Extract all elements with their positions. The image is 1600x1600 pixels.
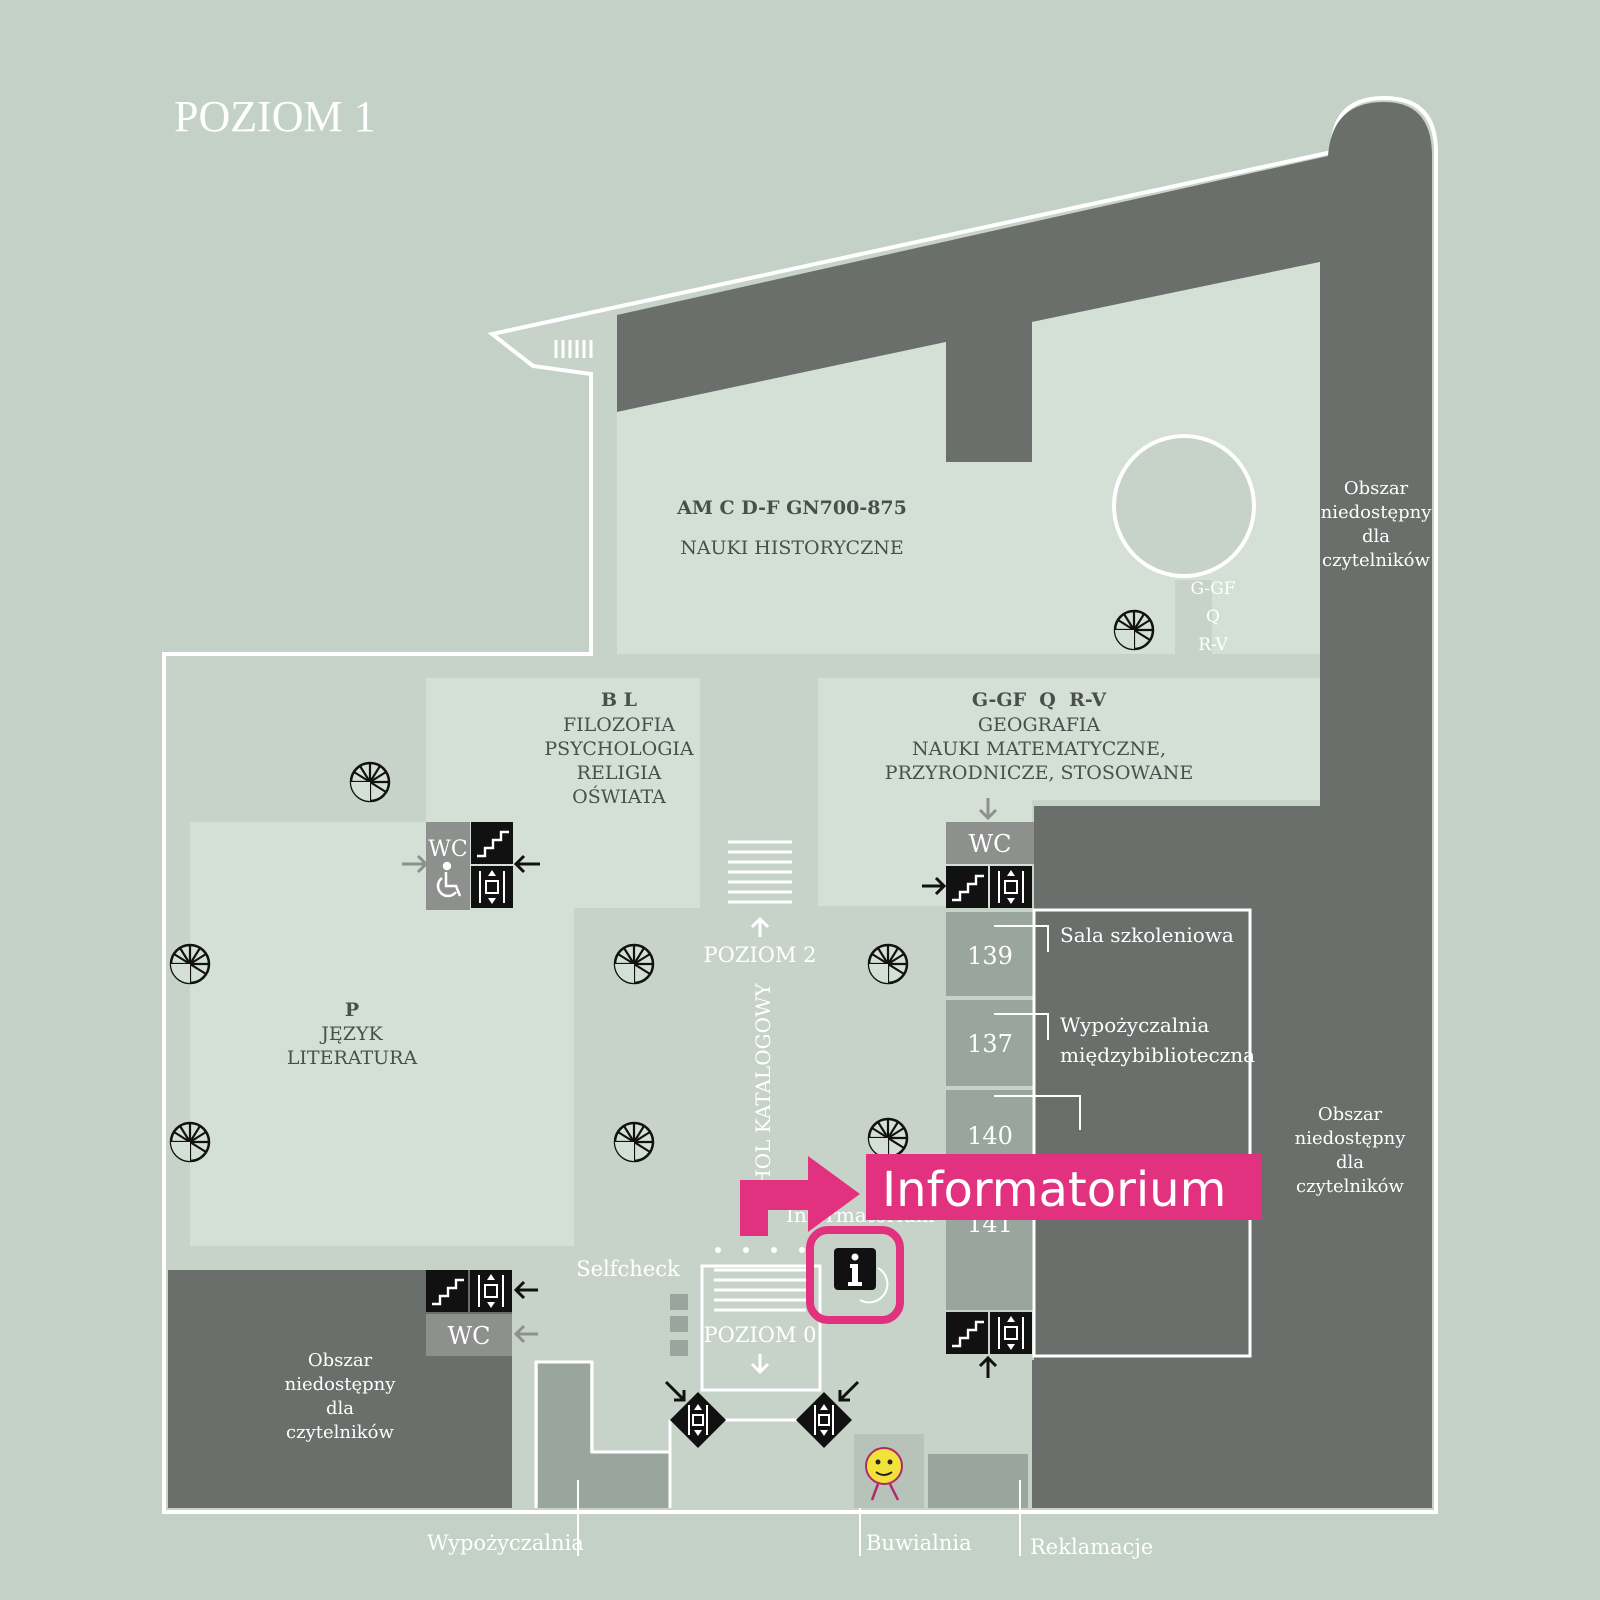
- room-label-137: Wypożyczalnia: [1060, 1013, 1209, 1037]
- room-number-140: 140: [967, 1122, 1013, 1150]
- room-number-139: 139: [967, 942, 1013, 970]
- entrance-right-block: [928, 1454, 1028, 1508]
- language-line2: LITERATURA: [287, 1047, 418, 1069]
- svg-text:dla: dla: [326, 1398, 354, 1419]
- informatorium-callout[interactable]: Informatorium: [740, 1154, 1262, 1324]
- room-geography: [818, 678, 1320, 906]
- elevator-icon: [469, 1269, 513, 1313]
- philosophy-line2: PSYCHOLOGIA: [544, 738, 694, 760]
- svg-text:dla: dla: [1336, 1152, 1364, 1173]
- restricted-label-top-right: Obszar niedostępny dla czytelników: [1321, 478, 1433, 571]
- spiral-staircase-icon: [1113, 609, 1155, 651]
- historical-name: NAUKI HISTORYCZNE: [680, 537, 904, 559]
- entrance-hatch: [554, 340, 593, 358]
- svg-text:niedostępny: niedostępny: [1295, 1128, 1407, 1149]
- entrance-left-block: [538, 1362, 590, 1508]
- wc-block-bottom-left: WC: [424, 1268, 513, 1356]
- spiral-staircase-icon: [169, 943, 211, 985]
- info-highlight: [806, 1226, 904, 1324]
- svg-text:czytelników: czytelników: [1322, 550, 1430, 571]
- spiral-staircase-icon: [169, 1121, 211, 1163]
- spiral-staircase-icon: [613, 943, 655, 985]
- spiral-staircase-icon: [867, 1117, 909, 1159]
- poziom0-stair-frame: [700, 1264, 822, 1392]
- geography-line3: PRZYRODNICZE, STOSOWANE: [885, 762, 1193, 784]
- svg-text:WC: WC: [968, 830, 1011, 858]
- hall-label: HOL KATALOGOWY: [751, 982, 775, 1186]
- niche-line3: R-V: [1198, 635, 1228, 655]
- stairs-to-poziom2: [728, 840, 792, 904]
- svg-text:Obszar: Obszar: [1344, 478, 1409, 499]
- selfcheck-label: Selfcheck: [576, 1257, 680, 1281]
- svg-text:niedostępny: niedostępny: [1321, 502, 1433, 523]
- svg-text:czytelników: czytelników: [286, 1422, 394, 1443]
- svg-text:niedostępny: niedostępny: [285, 1374, 397, 1395]
- wypozyczalnia-label: Wypożyczalnia: [427, 1531, 584, 1555]
- geography-line2: NAUKI MATEMATYCZNE,: [912, 738, 1166, 760]
- mascot-icon: [854, 1434, 924, 1508]
- philosophy-line3: RELIGIA: [577, 762, 662, 784]
- wheelchair-icon: [436, 861, 462, 898]
- svg-text:Obszar: Obszar: [1318, 1104, 1383, 1125]
- geography-line1: GEOGRAFIA: [978, 714, 1101, 736]
- svg-text:WC: WC: [447, 1322, 490, 1350]
- philosophy-line4: OŚWIATA: [572, 785, 666, 808]
- arrow-icon: [402, 798, 998, 1402]
- svg-text:Obszar: Obszar: [308, 1350, 373, 1371]
- callout-banner: [866, 1154, 1262, 1220]
- corridor-strip: [534, 908, 574, 982]
- stairs-icon: [944, 1310, 990, 1356]
- spiral-staircase-icon: [349, 761, 391, 803]
- stairs-icon: [944, 864, 990, 910]
- language-code: P: [345, 999, 359, 1021]
- spiral-staircase-icon: [613, 1121, 655, 1163]
- elevator-icon: [989, 1311, 1033, 1355]
- stairs-icon: [424, 1268, 470, 1314]
- reklamacje-label: Reklamacje: [1030, 1535, 1153, 1559]
- niche-line2: Q: [1206, 607, 1220, 627]
- svg-text:czytelników: czytelników: [1296, 1176, 1404, 1197]
- info-icon[interactable]: [834, 1248, 889, 1304]
- room-label-139: Sala szkoleniowa: [1060, 923, 1234, 947]
- dots-decoration: [715, 1247, 805, 1253]
- elevator-icon: [470, 865, 514, 909]
- niche-line1: G-GF: [1190, 579, 1235, 599]
- room-label-137-line2: międzybiblioteczna: [1060, 1043, 1255, 1067]
- poziom2-label: POZIOM 2: [704, 943, 817, 967]
- callout-arrow: [740, 1156, 860, 1236]
- entrance-left-block-2: [590, 1452, 670, 1508]
- page-title: POZIOM 1: [174, 92, 376, 141]
- philosophy-code: B L: [601, 689, 637, 711]
- room-outline: [1032, 908, 1252, 1358]
- wc-block-right: WC: [944, 822, 1034, 910]
- historical-code: AM C D-F GN700-875: [676, 497, 907, 519]
- stairs-icon: [469, 820, 515, 866]
- restricted-label-right: Obszar niedostępny dla czytelników: [1295, 1104, 1407, 1197]
- room-leader-lines: [994, 925, 1081, 1130]
- buwialnia-label: Buwialnia: [866, 1531, 972, 1555]
- svg-text:WC: WC: [428, 837, 467, 862]
- poziom0-label: POZIOM 0: [704, 1323, 817, 1347]
- room-number-137: 137: [967, 1030, 1013, 1058]
- selfcheck-kiosks: [670, 1294, 688, 1356]
- wc-block-left: WC: [426, 820, 515, 910]
- restricted-label-bottom-left: Obszar niedostępny dla czytelników: [285, 1350, 397, 1443]
- language-line1: JĘZYK: [319, 1023, 383, 1045]
- rotunda: [1112, 434, 1256, 578]
- spiral-staircase-icon: [867, 943, 909, 985]
- entrance-outline: [534, 1360, 670, 1508]
- callout-label: Informatorium: [882, 1162, 1226, 1218]
- stairs-to-poziom0: [714, 1268, 806, 1312]
- philosophy-line1: FILOZOFIA: [563, 714, 675, 736]
- geography-code: G-GF Q R-V: [972, 689, 1107, 711]
- elevator-icon: [989, 865, 1033, 909]
- svg-text:dla: dla: [1362, 526, 1390, 547]
